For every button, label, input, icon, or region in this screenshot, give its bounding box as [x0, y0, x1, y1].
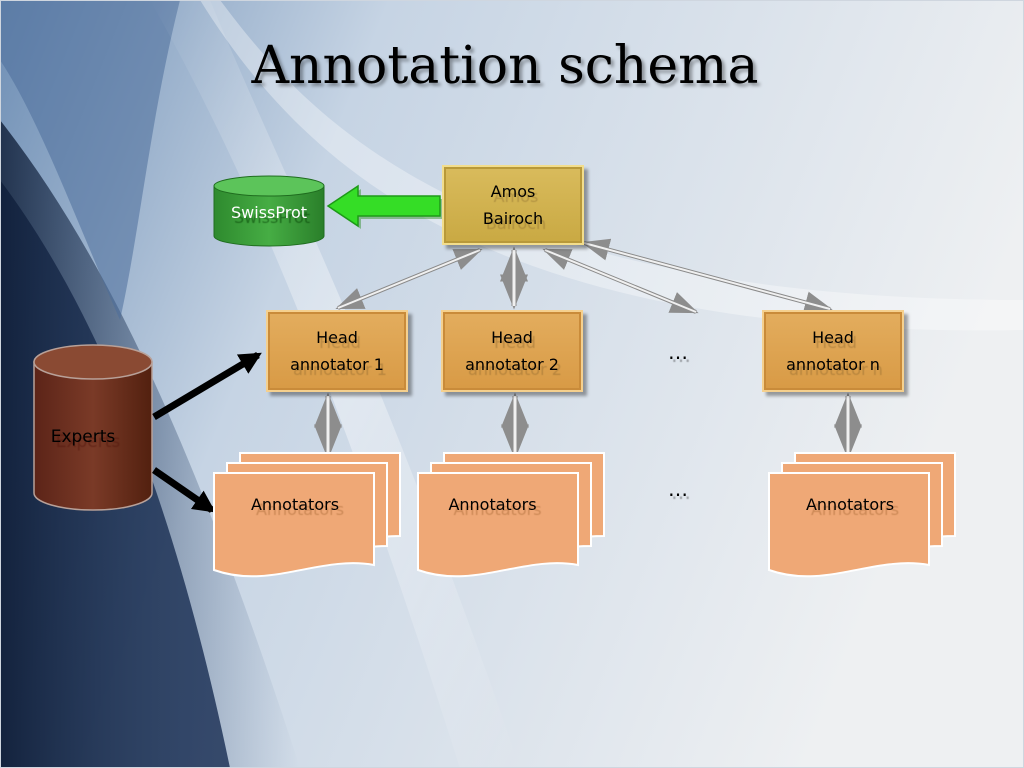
head-annotator-2-box: Head annotator 2 [441, 310, 583, 392]
experts-database-icon [33, 344, 153, 511]
swissprot-database-icon [213, 175, 325, 247]
head-annotator-n-box: Head annotator n [762, 310, 904, 392]
arrow-experts-annotators [152, 467, 216, 513]
amos-head-connectors [335, 238, 833, 314]
annotators-1-label: Annotators [250, 495, 340, 514]
head-annotator-connectors [314, 392, 862, 460]
head-annotator-n-label: Head annotator n [786, 328, 880, 374]
amos-bairoch-label: Amos Bairoch [482, 182, 544, 228]
amos-bairoch-box: Amos Bairoch [442, 165, 584, 245]
head-annotator-2-label: Head annotator 2 [465, 328, 559, 374]
head-annotator-1-label: Head annotator 1 [290, 328, 384, 374]
ellipsis-annotators: … [668, 477, 688, 501]
green-arrow [326, 184, 443, 229]
head-annotator-1-box: Head annotator 1 [266, 310, 408, 392]
ellipsis-head-annotators: … [668, 340, 688, 364]
annotators-doc-stack-2 [417, 452, 605, 578]
annotators-n-label: Annotators [805, 495, 895, 514]
experts-label: Experts [50, 427, 116, 447]
annotators-doc-stack-n [768, 452, 956, 578]
slide-title: Annotation schema [251, 36, 759, 96]
swissprot-label: SwissProt [230, 203, 307, 222]
annotators-2-label: Annotators [448, 495, 537, 514]
experts-arrows [152, 351, 262, 513]
annotators-doc-stack-1 [213, 452, 401, 578]
arrow-experts-head1 [152, 351, 262, 421]
